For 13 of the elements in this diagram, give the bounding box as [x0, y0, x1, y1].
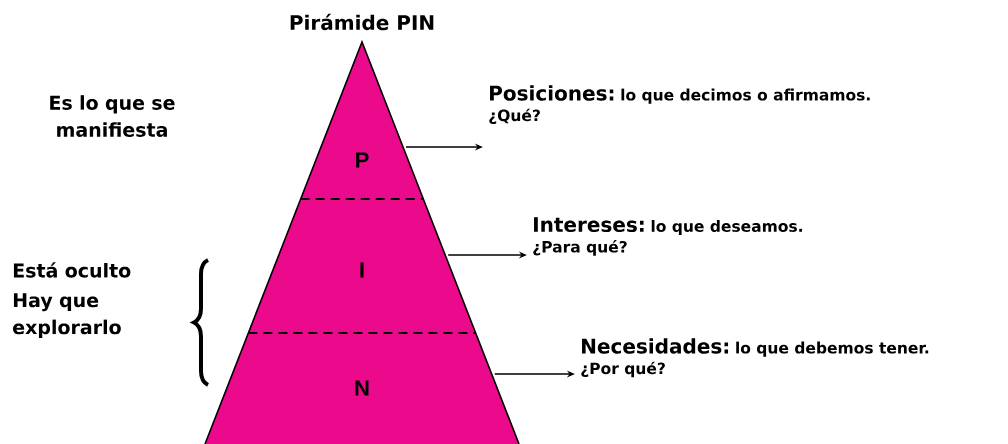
node-label: P	[356, 152, 369, 168]
side-note: Hay que explorarlo	[13, 293, 121, 338]
side-note: Está oculto	[13, 262, 131, 278]
title: Pirámide PIN	[290, 13, 434, 31]
node-label: I	[360, 262, 364, 278]
pyramid-section: N	[205, 333, 519, 444]
node-label: N	[355, 380, 369, 396]
description-text: Necesidades: lo que debemos tener. ¿Por qué?	[581, 338, 929, 378]
description-text: Posiciones: lo que decimos o afirmamos. ¿Qué?	[489, 85, 870, 125]
description-text: Intereses: lo que deseamos. ¿Para qué?	[533, 217, 802, 256]
pyramid-section: I	[248, 199, 476, 333]
pyramid-section: P	[300, 42, 424, 199]
side-note: Es lo que se manifiesta	[50, 95, 175, 137]
